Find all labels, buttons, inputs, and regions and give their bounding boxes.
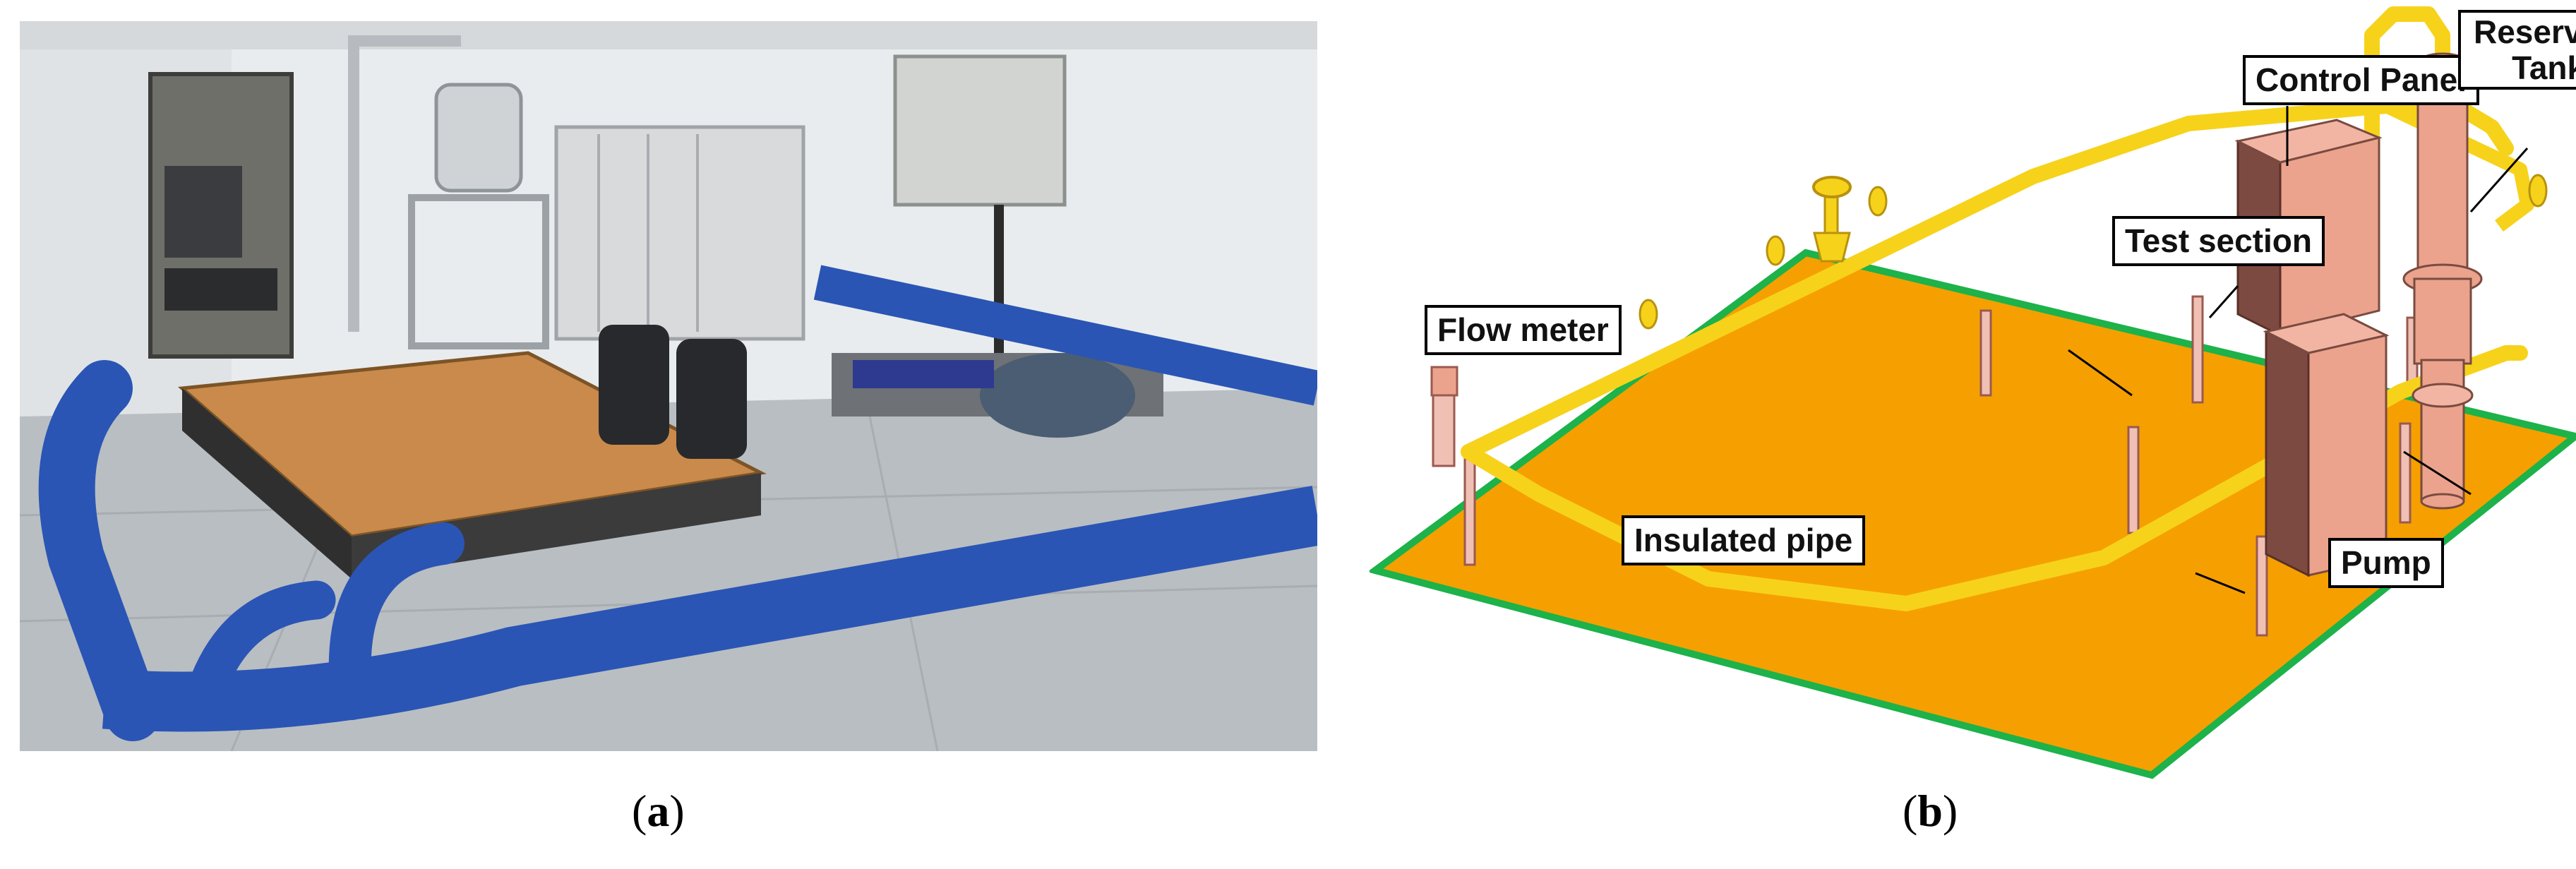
pump-unit <box>2412 359 2474 510</box>
label-test-section: Test section <box>2112 216 2325 266</box>
pipe-front-run <box>1461 345 2528 611</box>
tank-frame <box>408 194 549 349</box>
label-pump: Pump <box>2328 538 2444 588</box>
insulated-pipe-bend <box>328 522 465 720</box>
caption-a-letter: a <box>647 786 670 836</box>
label-reservoir-line1: Reservoir <box>2474 13 2576 50</box>
loop-schematic: Control Panel Reservoir Tank Test sectio… <box>1367 0 2576 784</box>
chair <box>599 325 669 445</box>
valve-icon <box>1812 176 1852 263</box>
caption-b: (b) <box>1903 786 1958 836</box>
chiller-unit <box>554 125 805 341</box>
steel-tank <box>434 83 523 193</box>
lab-photo-illustration <box>20 21 1317 751</box>
insulated-pipe-left <box>38 360 161 741</box>
lab-photo <box>20 21 1317 751</box>
insulated-pipe-front <box>102 486 1317 732</box>
label-flow-meter: Flow meter <box>1425 305 1622 355</box>
label-reservoir-line2: Tank <box>2512 49 2576 86</box>
electric-box <box>893 54 1067 207</box>
schematic-svg <box>1367 6 2576 779</box>
leader-lines <box>2068 106 2529 594</box>
chair <box>676 339 747 459</box>
insulated-pipe-back <box>813 265 1317 406</box>
caption-b-letter: b <box>1917 786 1943 836</box>
label-insulated-pipe: Insulated pipe <box>1622 515 1866 565</box>
flow-meter-head <box>1430 366 1458 397</box>
control-screen <box>164 166 242 258</box>
label-control-panel: Control Panel <box>2243 55 2480 105</box>
control-panel-cabinet <box>2234 119 2390 577</box>
label-reservoir-tank: Reservoir Tank <box>2458 10 2576 90</box>
caption-a: (a) <box>632 786 685 836</box>
pump-motor <box>980 353 1135 438</box>
